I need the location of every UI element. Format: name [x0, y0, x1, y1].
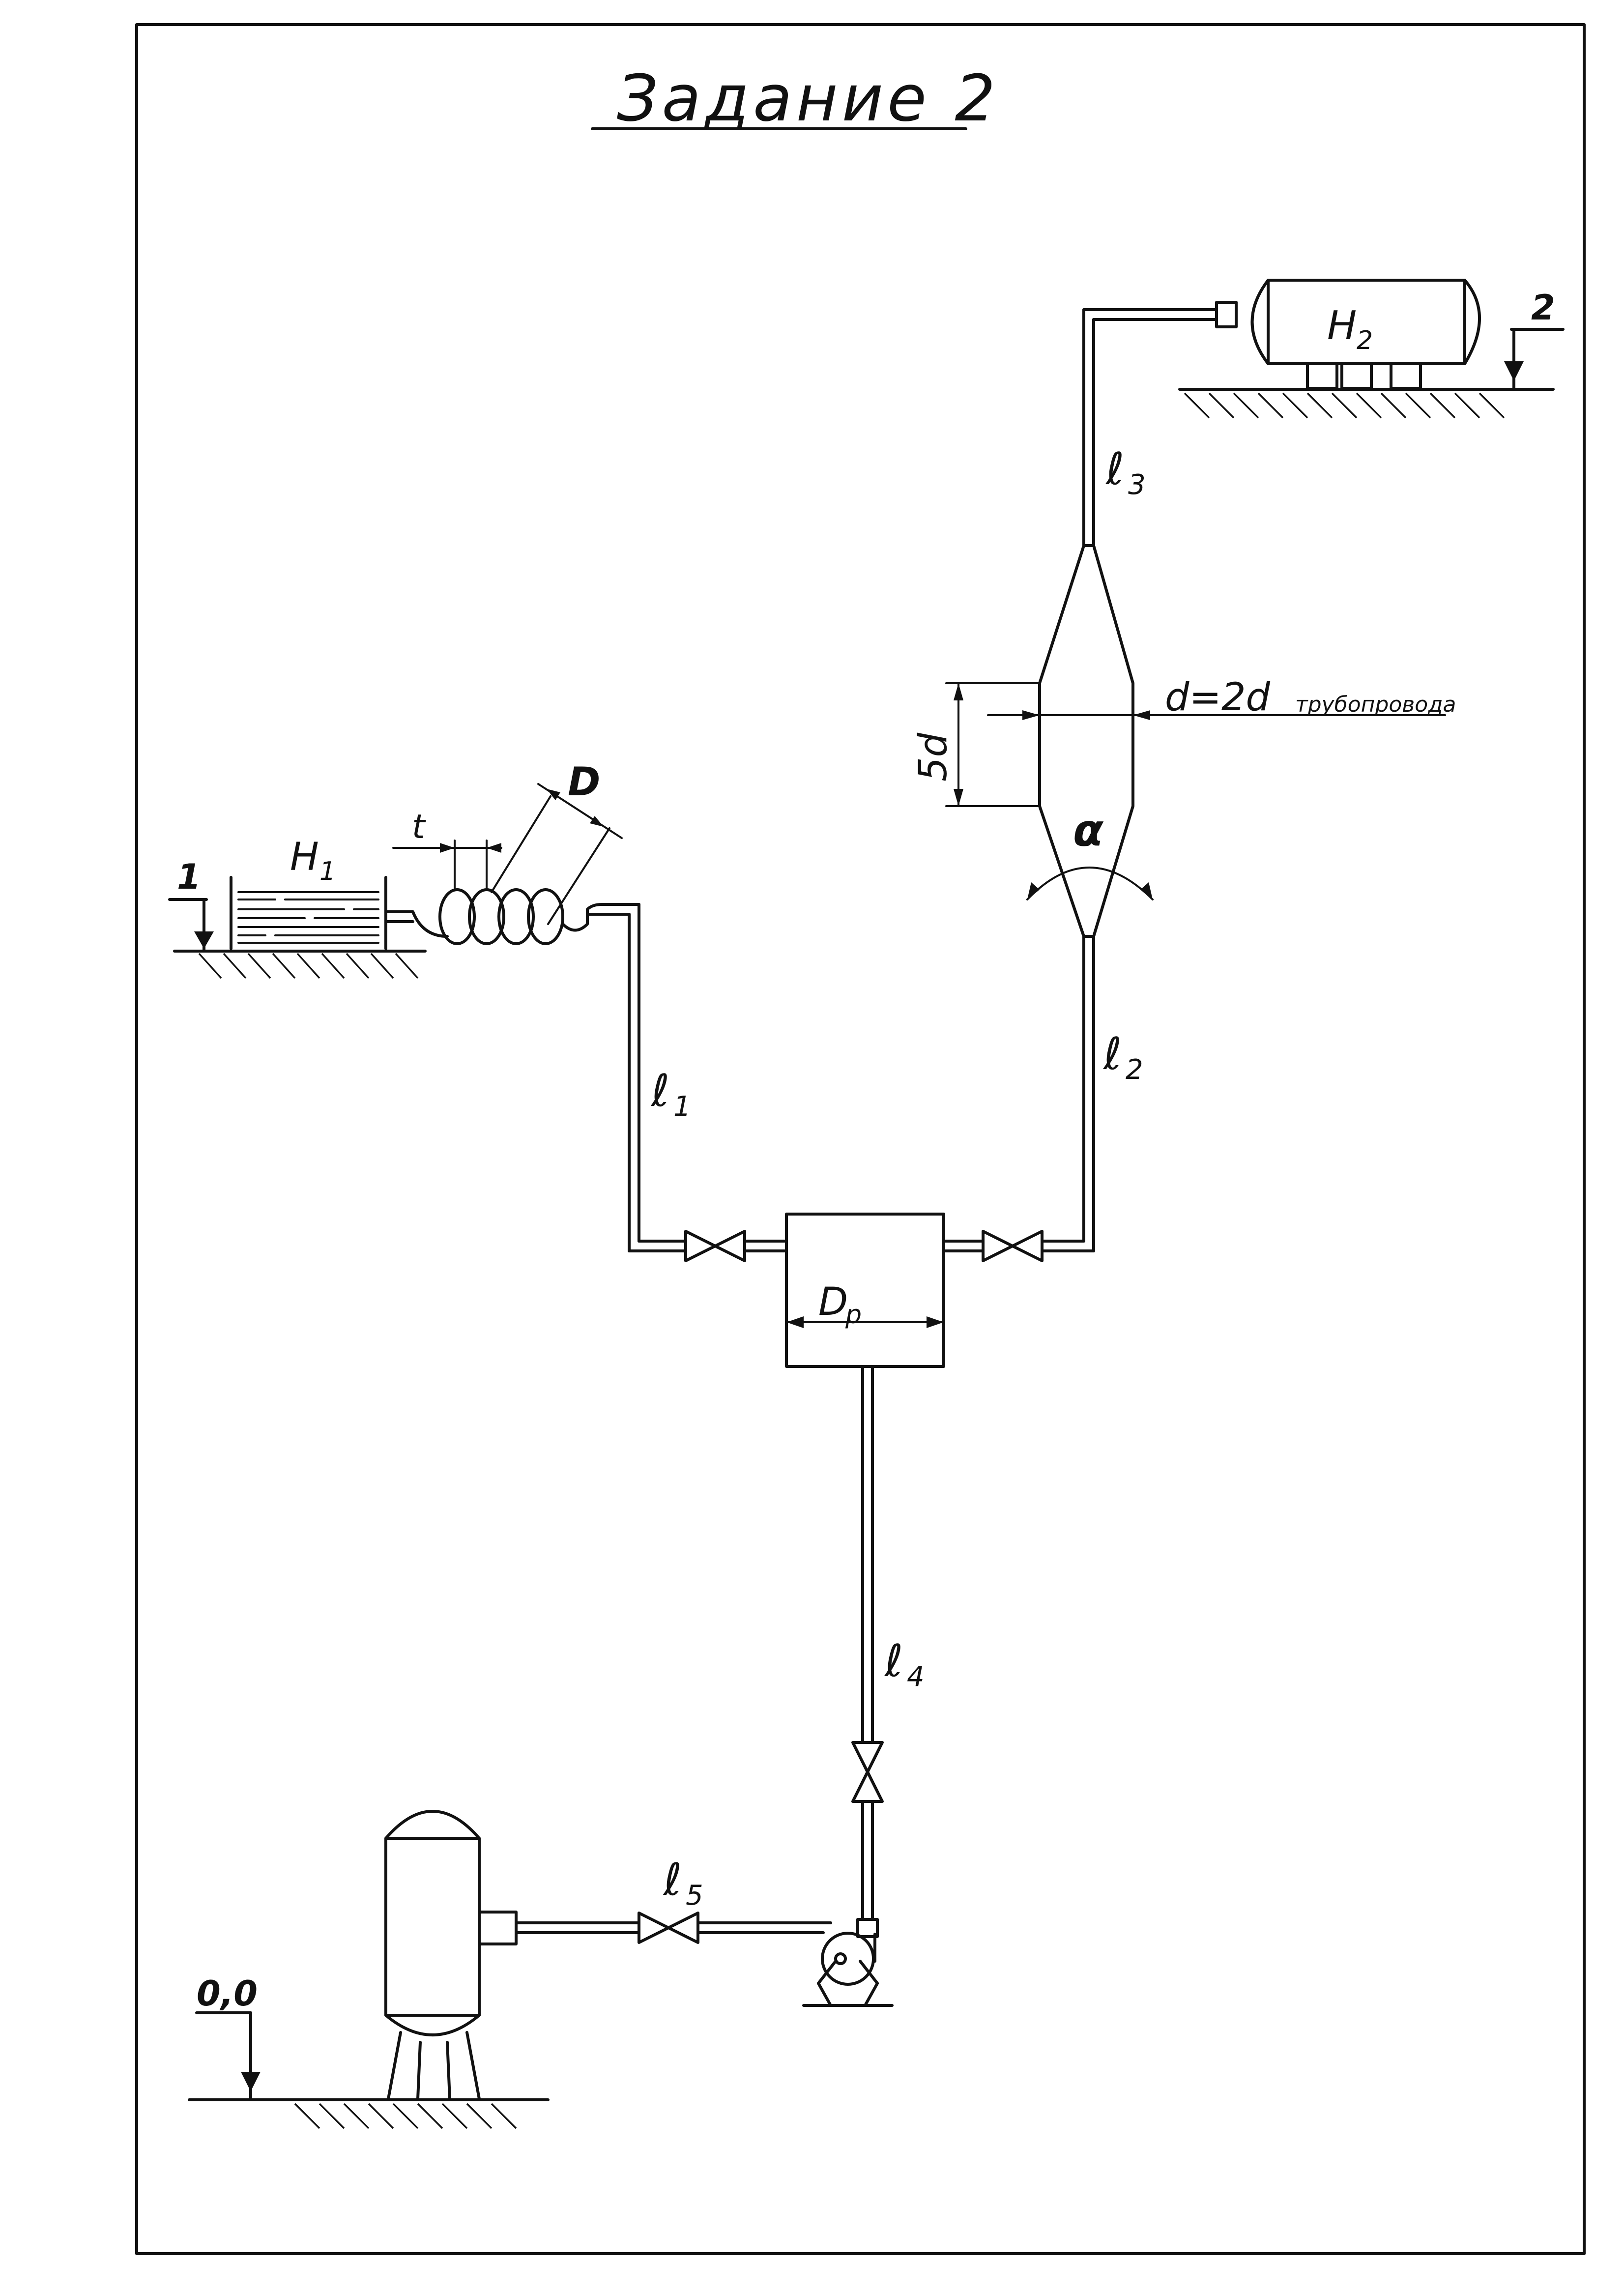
- pipe-l3: ℓ 3: [1082, 308, 1218, 547]
- title: Задание 2: [617, 61, 999, 136]
- diffuser-diameter-label: d=2d: [1165, 675, 1270, 720]
- valve-l4: [851, 1741, 884, 1921]
- pipe-l4-label: ℓ: [884, 1635, 903, 1687]
- separator-diameter-subscript: p: [845, 1300, 862, 1330]
- centrifugal-pump: [802, 1918, 894, 2007]
- level-marker-1: 1: [168, 857, 214, 953]
- valve-l5: [638, 1912, 699, 1944]
- ground-bottom: [188, 2098, 550, 2129]
- separator-dp: D p: [785, 1213, 945, 1368]
- pipe-l5: ℓ 5: [515, 1854, 832, 1934]
- pipe-l3-subscript: 3: [1128, 469, 1146, 501]
- pipe-l5-subscript: 5: [686, 1880, 703, 1912]
- tank-h1: H 1: [230, 835, 387, 950]
- level-marker-0: 0,0: [195, 1973, 261, 2101]
- diffuser-diameter-subscript: трубопровода: [1295, 692, 1456, 717]
- pipe-l2: ℓ 2: [1041, 935, 1143, 1252]
- vertical-vessel: [384, 1810, 518, 2100]
- valve-l2: [942, 1230, 1044, 1262]
- pipe-l1-label: ℓ: [650, 1065, 669, 1117]
- pipe-l3-label: ℓ: [1105, 443, 1124, 495]
- coil-heat-exchanger: t D: [384, 759, 623, 945]
- pipe-l1: ℓ 1: [586, 903, 691, 1252]
- ground-top-right: [1178, 388, 1555, 419]
- diffuser-angle-label: α: [1073, 805, 1104, 856]
- coil-pitch-label: t: [412, 808, 426, 846]
- separator-diameter-label: D: [818, 1280, 848, 1324]
- level-marker-2: 2: [1504, 288, 1565, 391]
- ground-left: [173, 950, 427, 979]
- coil-diameter-label: D: [568, 759, 600, 805]
- tank-h1-subscript: 1: [319, 857, 336, 886]
- valve-l1: [684, 1230, 788, 1262]
- tank-h1-label: H: [290, 835, 319, 879]
- pipe-l1-subscript: 1: [673, 1091, 691, 1123]
- level-2-label: 2: [1531, 288, 1555, 328]
- tank-h2-label: H: [1327, 303, 1357, 348]
- tank-h2-subscript: 2: [1357, 326, 1373, 355]
- pipe-l4: ℓ 4: [861, 1365, 925, 1744]
- pipe-l2-label: ℓ: [1102, 1028, 1122, 1080]
- pipe-l4-subscript: 4: [907, 1661, 925, 1693]
- level-1-label: 1: [177, 857, 201, 897]
- pipe-l5-label: ℓ: [663, 1854, 682, 1906]
- diffuser: 5d d=2d трубопровода α: [911, 544, 1456, 938]
- tank-h2: H 2: [1215, 279, 1481, 390]
- sheet-frame: [135, 23, 1586, 2255]
- pipe-l2-subscript: 2: [1126, 1054, 1143, 1086]
- diffuser-length-label: 5d: [911, 732, 956, 782]
- level-0-label: 0,0: [197, 1973, 258, 2014]
